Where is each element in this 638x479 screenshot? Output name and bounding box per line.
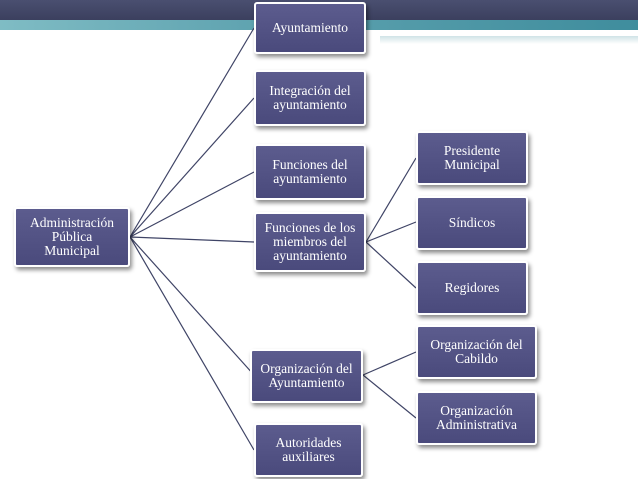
connector-miembros-regidores — [365, 241, 417, 289]
node-ayuntamiento: Ayuntamiento — [254, 2, 366, 54]
node-organizacion-del-cabildo: Organización del Cabildo — [416, 325, 537, 379]
node-funciones-de-los-miembros: Funciones de los miembros del ayuntamien… — [254, 212, 366, 272]
node-integracion-del-ayuntamiento: Integración del ayuntamiento — [254, 70, 366, 126]
node-funciones-del-ayuntamiento: Funciones del ayuntamiento — [254, 144, 366, 200]
connector-organizacion-administrativa — [362, 374, 417, 419]
connector-root-integracion — [129, 97, 255, 238]
node-regidores: Regidores — [416, 261, 528, 315]
header-light-band — [380, 36, 638, 44]
node-organizacion-del-ayuntamiento: Organización del Ayuntamiento — [250, 349, 363, 403]
node-organizacion-administrativa: Organización Administrativa — [416, 391, 537, 445]
node-administracion-publica-municipal: Administración Pública Municipal — [14, 207, 130, 267]
connector-root-organizacion — [129, 236, 255, 376]
connector-root-funciones-miembros — [129, 236, 255, 243]
connector-root-autoridades — [129, 236, 255, 451]
connector-miembros-sindicos — [365, 221, 417, 243]
node-sindicos: Síndicos — [416, 196, 528, 250]
connector-root-ayuntamiento — [129, 27, 255, 238]
connector-miembros-presidente — [365, 157, 417, 243]
connector-organizacion-cabildo — [362, 351, 417, 376]
node-presidente-municipal: Presidente Municipal — [416, 131, 528, 185]
node-autoridades-auxiliares: Autoridades auxiliares — [254, 423, 363, 477]
connector-root-funciones — [129, 171, 255, 238]
